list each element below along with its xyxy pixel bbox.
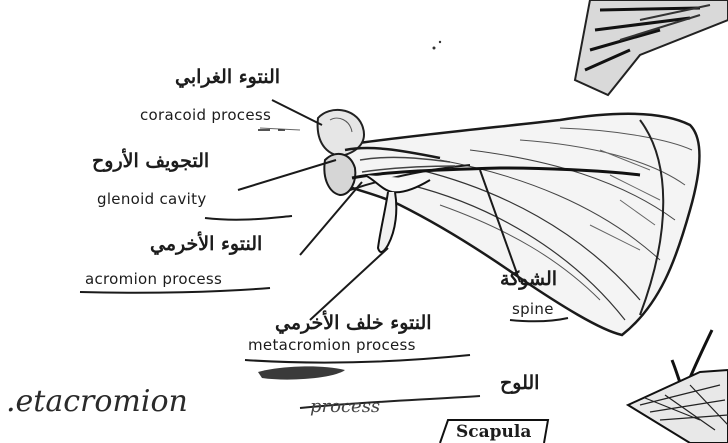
glenoid-label-en: glenoid cavity [97,190,207,208]
ink-dot [433,47,436,50]
glenoid-label-ar: التجويف الأروح [92,150,209,172]
coracoid-label-en: coracoid process [140,106,271,124]
spine-label-en: spine [512,300,554,318]
scapula-label: Scapula [456,422,531,442]
spine-label-ar: الشوكة [500,268,557,290]
blade-label-ar: اللوح [500,372,539,394]
metacromion-label-ar: النتوء خلف الأخرمي [275,312,432,334]
leader-metacromion [310,248,388,320]
metacromion-label-en: metacromion process [248,336,416,354]
acromion-label-ar: النتوء الأخرمي [150,233,262,255]
handwritten-note: .etacromion [6,384,188,419]
coracoid-label-ar: النتوء الغرابي [175,66,280,88]
ink-dot [439,41,441,43]
leader-coracoid [272,100,322,125]
handwritten-note-small: process [310,396,380,417]
leader-acromion [300,182,362,255]
acromion-label-en: acromion process [85,270,222,288]
adjacent-bone-fragment [575,0,728,95]
ink-smudge [258,366,345,379]
leader-glenoid [238,160,336,190]
